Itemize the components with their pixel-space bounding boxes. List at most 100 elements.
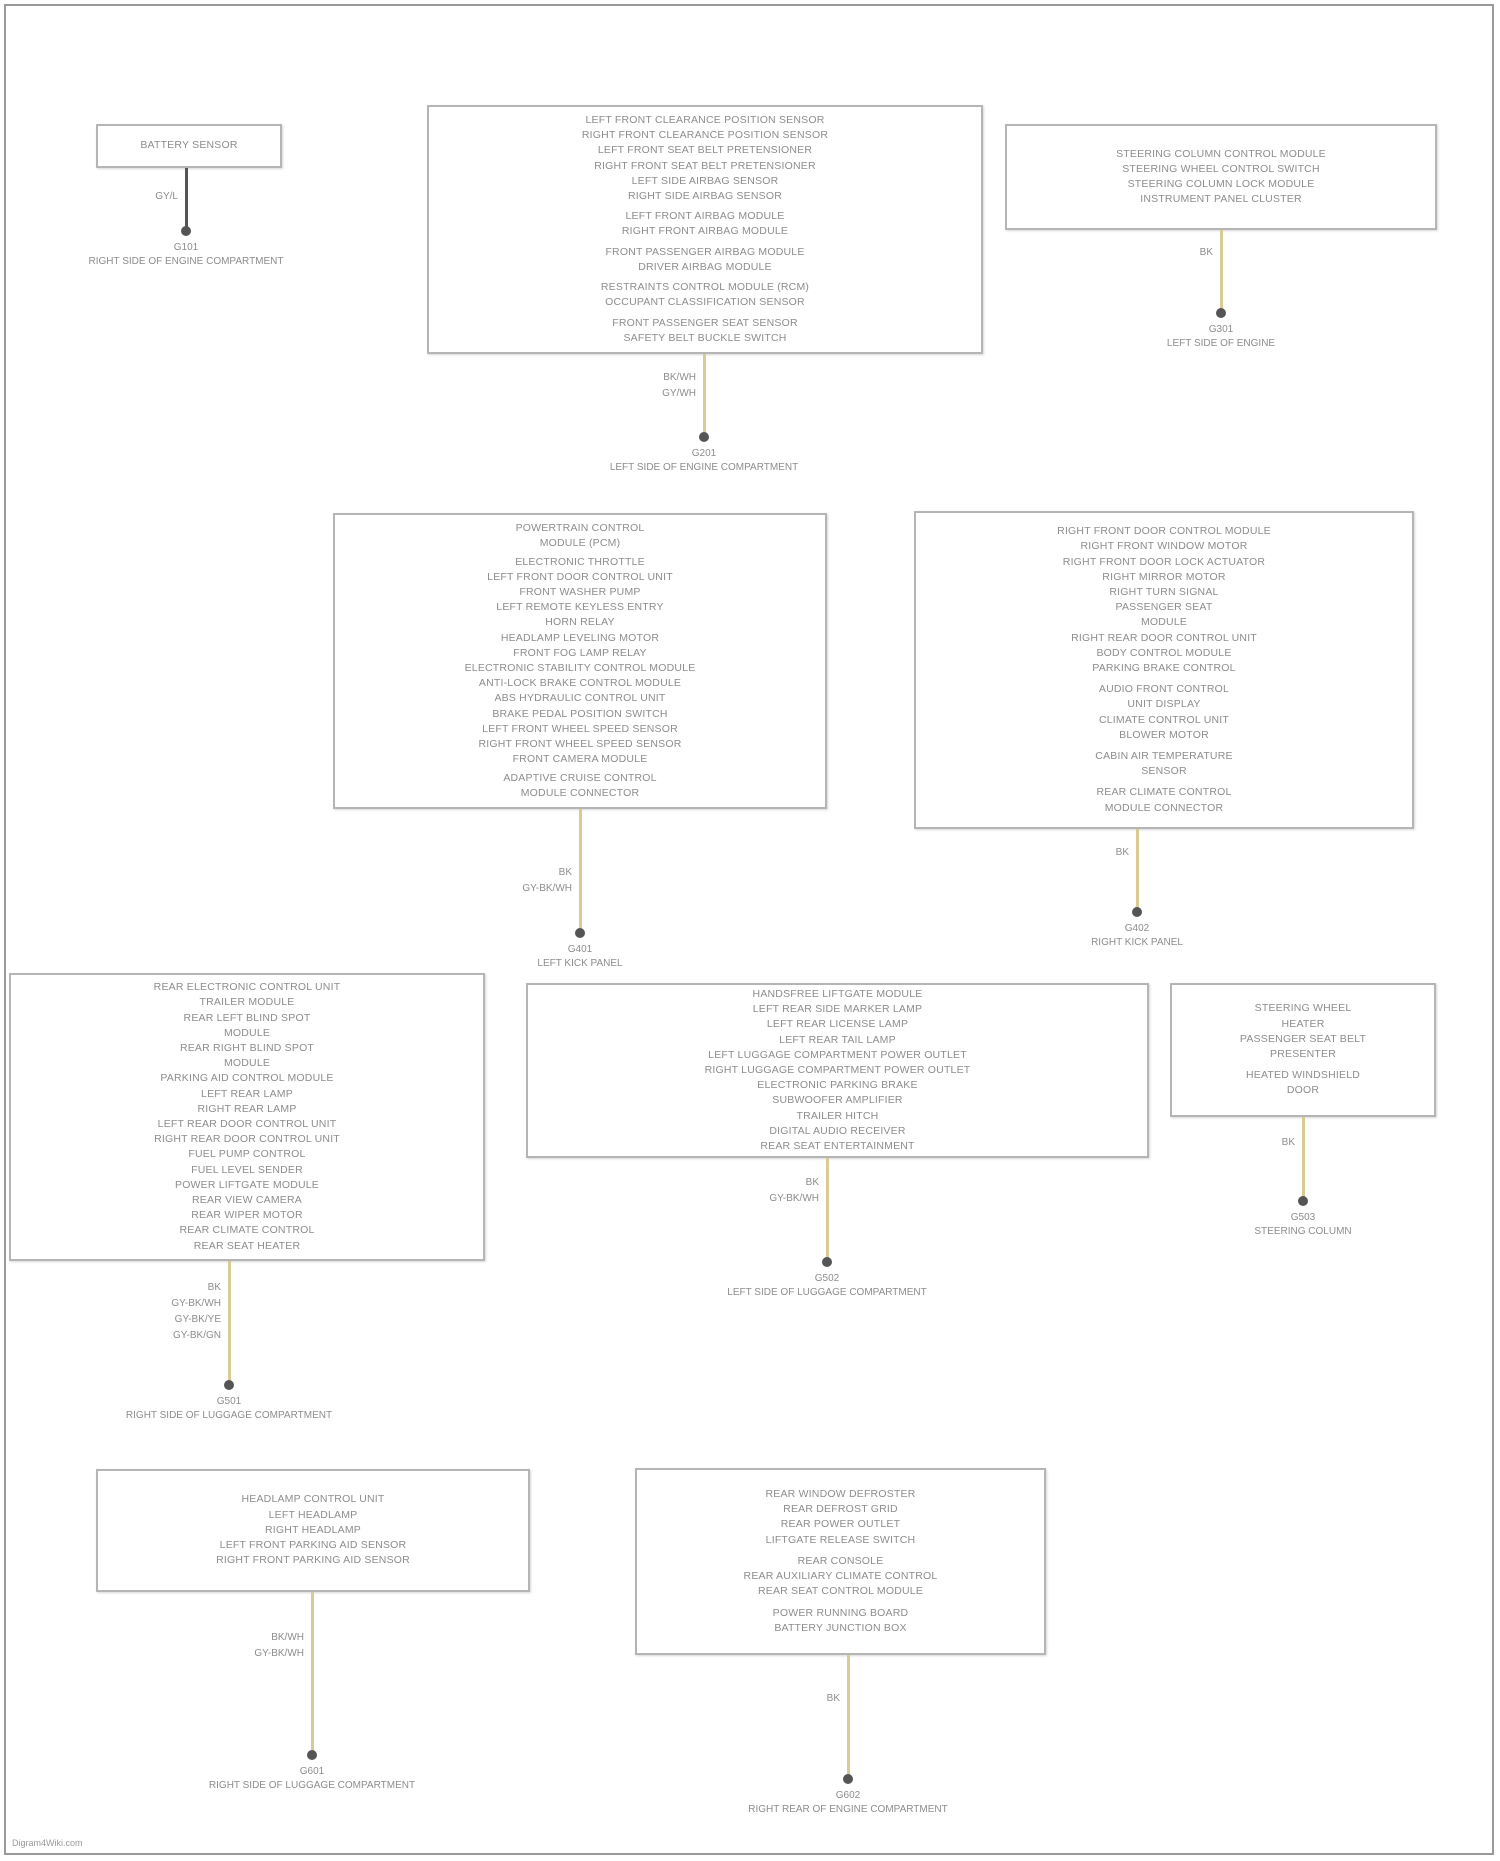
wire-color-label: GY-BK/YE <box>175 1313 221 1327</box>
ground-point <box>1298 1196 1308 1206</box>
wire-color-label: GY-BK/GN <box>173 1329 221 1343</box>
component-label: MODULE CONNECTOR <box>521 786 640 801</box>
wire-color-label: BK <box>559 866 572 880</box>
ground-wire <box>826 1158 829 1262</box>
component-label: POWER RUNNING BOARD <box>773 1606 909 1621</box>
component-label: LEFT REMOTE KEYLESS ENTRY <box>496 600 663 615</box>
component-label: CLIMATE CONTROL UNIT <box>1099 713 1229 728</box>
ground-point <box>224 1380 234 1390</box>
component-label: STEERING COLUMN CONTROL MODULE <box>1116 147 1326 162</box>
ground-location-label: RIGHT SIDE OF LUGGAGE COMPARTMENT <box>209 1779 415 1793</box>
ground-point <box>843 1774 853 1784</box>
component-label: PASSENGER SEAT BELT <box>1240 1032 1366 1047</box>
component-label: BODY CONTROL MODULE <box>1096 646 1231 661</box>
component-label: LEFT FRONT AIRBAG MODULE <box>625 209 784 224</box>
component-label: STEERING WHEEL CONTROL SWITCH <box>1122 162 1320 177</box>
component-label: LEFT HEADLAMP <box>269 1508 358 1523</box>
component-label: RIGHT FRONT PARKING AID SENSOR <box>216 1553 410 1568</box>
component-label: AUDIO FRONT CONTROL <box>1099 682 1229 697</box>
ground-point <box>181 226 191 236</box>
ground-wire <box>1302 1117 1305 1201</box>
ground-id-label: G401 <box>568 943 592 957</box>
ground-point <box>822 1257 832 1267</box>
component-label: PARKING AID CONTROL MODULE <box>160 1071 333 1086</box>
component-label: REAR RIGHT BLIND SPOT <box>180 1041 314 1056</box>
component-box-b1: BATTERY SENSOR <box>96 124 282 168</box>
component-label: ELECTRONIC PARKING BRAKE <box>757 1078 917 1093</box>
component-label: RIGHT REAR DOOR CONTROL UNIT <box>1071 631 1257 646</box>
component-label: RIGHT TURN SIGNAL <box>1109 585 1218 600</box>
component-label: REAR SEAT CONTROL MODULE <box>758 1584 923 1599</box>
component-label: BATTERY SENSOR <box>140 138 237 153</box>
ground-id-label: G601 <box>300 1765 324 1779</box>
wire-color-label: BK <box>1200 246 1213 260</box>
ground-id-label: G602 <box>836 1789 860 1803</box>
wire-color-label: BK/WH <box>271 1631 304 1645</box>
ground-id-label: G402 <box>1125 922 1149 936</box>
component-label: HANDSFREE LIFTGATE MODULE <box>753 987 923 1002</box>
component-label: CABIN AIR TEMPERATURE <box>1095 749 1232 764</box>
component-label: LEFT REAR LICENSE LAMP <box>767 1017 908 1032</box>
component-label: INSTRUMENT PANEL CLUSTER <box>1140 192 1302 207</box>
ground-id-label: G101 <box>174 241 198 255</box>
wire-color-label: BK <box>827 1692 840 1706</box>
component-label: HEATER <box>1281 1017 1324 1032</box>
ground-point <box>699 432 709 442</box>
component-label: ELECTRONIC STABILITY CONTROL MODULE <box>465 661 696 676</box>
component-label: RIGHT FRONT WHEEL SPEED SENSOR <box>478 737 681 752</box>
component-label: RIGHT FRONT DOOR LOCK ACTUATOR <box>1063 555 1265 570</box>
component-label: DRIVER AIRBAG MODULE <box>638 260 772 275</box>
component-label: MODULE <box>1141 615 1187 630</box>
ground-wire <box>311 1592 314 1755</box>
ground-point <box>1216 308 1226 318</box>
component-label: REAR WIPER MOTOR <box>191 1208 303 1223</box>
component-label: HORN RELAY <box>545 615 615 630</box>
component-label: LEFT REAR DOOR CONTROL UNIT <box>158 1117 337 1132</box>
component-label: HEATED WINDSHIELD <box>1246 1068 1360 1083</box>
ground-id-label: G503 <box>1291 1211 1315 1225</box>
component-label: LEFT FRONT PARKING AID SENSOR <box>220 1538 407 1553</box>
component-label: RIGHT FRONT AIRBAG MODULE <box>622 224 788 239</box>
component-label: MODULE CONNECTOR <box>1105 801 1224 816</box>
component-label: HEADLAMP CONTROL UNIT <box>241 1492 384 1507</box>
component-label: RIGHT FRONT WINDOW MOTOR <box>1081 539 1248 554</box>
component-label: RIGHT SIDE AIRBAG SENSOR <box>628 189 782 204</box>
component-label: MODULE (PCM) <box>540 536 621 551</box>
component-label: LEFT FRONT SEAT BELT PRETENSIONER <box>598 143 812 158</box>
ground-id-label: G502 <box>815 1272 839 1286</box>
component-label: RIGHT FRONT CLEARANCE POSITION SENSOR <box>582 128 828 143</box>
component-label: TRAILER MODULE <box>200 995 295 1010</box>
component-label: LIFTGATE RELEASE SWITCH <box>766 1533 916 1548</box>
component-label: DOOR <box>1287 1083 1319 1098</box>
component-label: FRONT CAMERA MODULE <box>513 752 648 767</box>
ground-wire <box>703 354 706 437</box>
ground-wire <box>228 1261 231 1385</box>
ground-location-label: RIGHT SIDE OF LUGGAGE COMPARTMENT <box>126 1409 332 1423</box>
component-label: RIGHT MIRROR MOTOR <box>1102 570 1225 585</box>
ground-location-label: STEERING COLUMN <box>1254 1225 1351 1239</box>
component-label: RIGHT LUGGAGE COMPARTMENT POWER OUTLET <box>705 1063 971 1078</box>
ground-wire <box>1136 829 1139 912</box>
component-label: PASSENGER SEAT <box>1116 600 1213 615</box>
wire-color-label: BK <box>806 1176 819 1190</box>
component-label: FRONT WASHER PUMP <box>519 585 640 600</box>
component-label: ADAPTIVE CRUISE CONTROL <box>503 771 656 786</box>
component-label: LEFT FRONT CLEARANCE POSITION SENSOR <box>585 113 824 128</box>
component-label: LEFT SIDE AIRBAG SENSOR <box>632 174 779 189</box>
ground-location-label: LEFT SIDE OF ENGINE <box>1167 337 1275 351</box>
component-label: SUBWOOFER AMPLIFIER <box>772 1093 902 1108</box>
ground-location-label: RIGHT KICK PANEL <box>1091 936 1183 950</box>
component-label: REAR VIEW CAMERA <box>192 1193 302 1208</box>
component-label: SAFETY BELT BUCKLE SWITCH <box>623 331 786 346</box>
component-label: BLOWER MOTOR <box>1119 728 1209 743</box>
component-label: REAR CONSOLE <box>798 1554 884 1569</box>
component-label: REAR ELECTRONIC CONTROL UNIT <box>154 980 341 995</box>
component-label: LEFT REAR TAIL LAMP <box>779 1033 896 1048</box>
component-label: REAR AUXILIARY CLIMATE CONTROL <box>744 1569 938 1584</box>
component-label: PARKING BRAKE CONTROL <box>1092 661 1235 676</box>
